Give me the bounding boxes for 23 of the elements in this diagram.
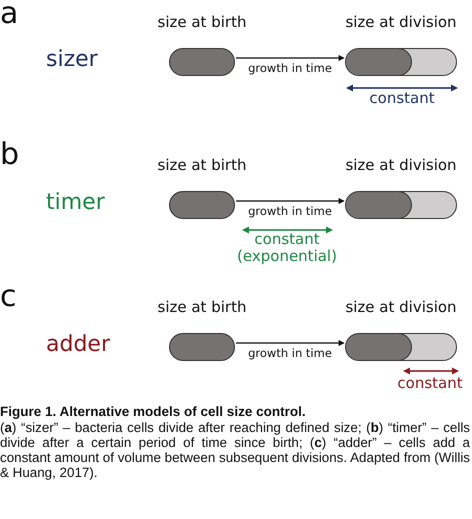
stage-heading: size at division — [345, 297, 457, 317]
model-name: sizer — [46, 46, 98, 74]
arrow — [236, 55, 345, 61]
panel-letter: b — [0, 137, 20, 173]
panel-letter: c — [0, 279, 16, 315]
dimension-label: constant (exponential) — [236, 231, 338, 265]
edge-label: growth in time — [248, 346, 332, 360]
stage-heading: size at division — [345, 155, 457, 175]
edge-label: growth in time — [248, 204, 332, 218]
stage-heading: size at division — [345, 12, 457, 32]
dimension-label: constant — [368, 89, 436, 107]
dimension-label: constant — [396, 374, 464, 392]
arrow — [236, 198, 345, 204]
panel-letter: a — [0, 0, 18, 32]
model-name: adder — [46, 331, 110, 359]
model-name: timer — [46, 189, 105, 217]
arrow — [236, 340, 345, 346]
figure-title: Figure 1. Alternative models of cell size control. — [0, 404, 307, 420]
figure-caption: (a) “sizer” – bacteria cells divide after reaching defined size; (b) “timer” – cells divide after a certain period of time since birth; (c) “adder” – cells add a constant amount of volume between subsequent divisions. Adapted from (Willis & Huang, 2017). — [0, 420, 470, 480]
stage-heading: size at birth — [158, 297, 246, 317]
stage-heading: size at birth — [158, 12, 246, 32]
edge-label: growth in time — [248, 61, 332, 75]
stage-heading: size at birth — [158, 155, 246, 175]
